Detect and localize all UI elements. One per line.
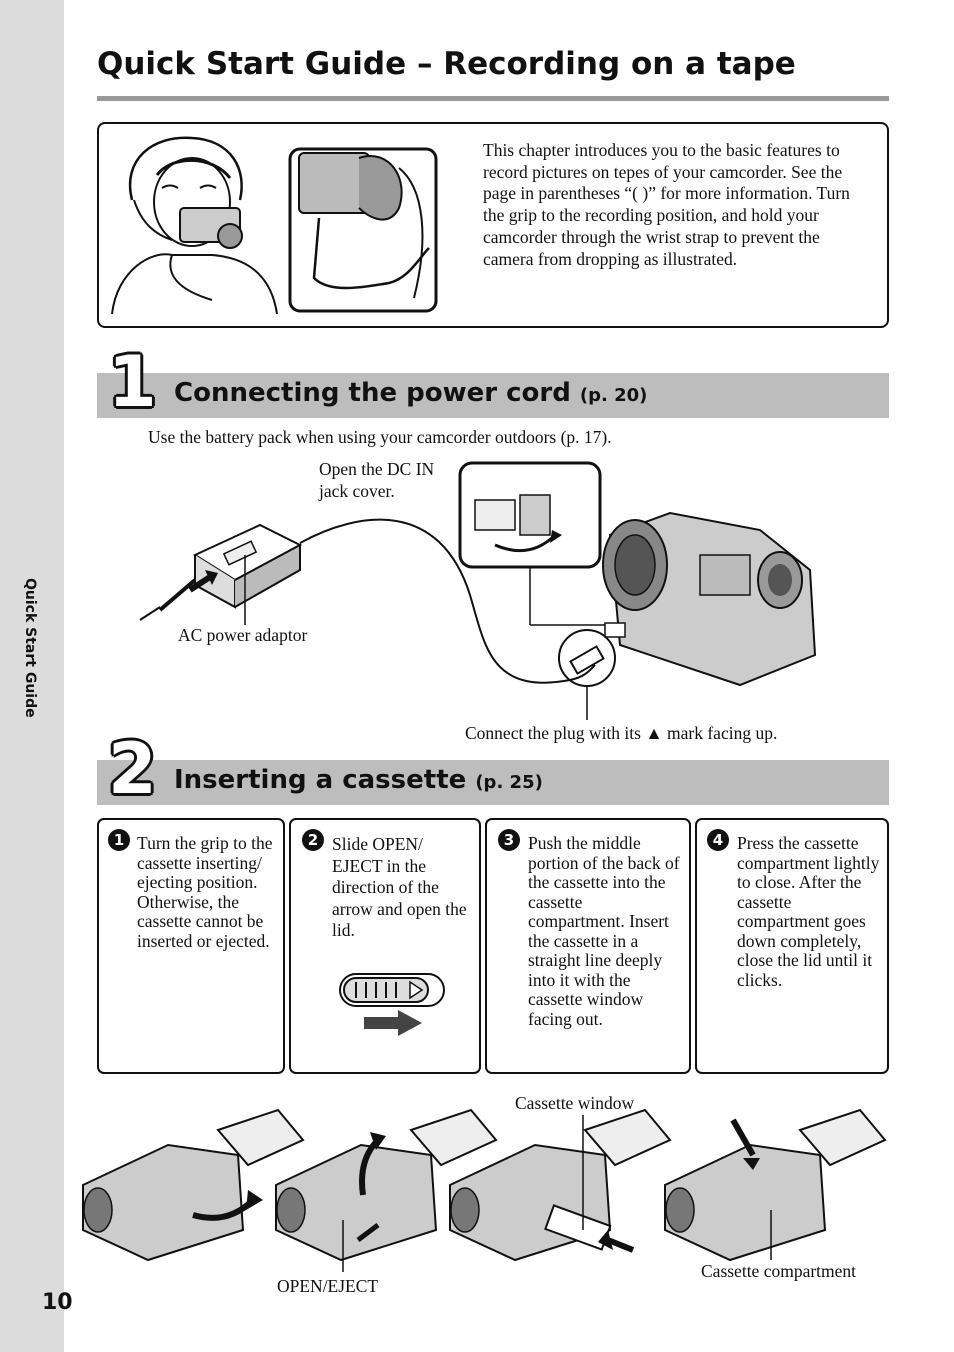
step-4-box [695,818,889,1074]
step-4-number: 4 [707,829,729,851]
step-4-text: Press the cassette compartment lightly t… [737,833,880,990]
step-3-number: 3 [498,829,520,851]
page-title: Quick Start Guide – Recording on a tape [97,46,796,82]
section-2-title: Inserting a cassette (p. 25) [174,765,543,795]
step-3-box [485,818,691,1074]
open-eject-label: OPEN/EJECT [277,1276,379,1296]
section-2-number: 2 [108,728,157,810]
cassette-window-label: Cassette window [515,1093,635,1113]
page-number: 10 [42,1290,73,1315]
sidebar-label: Quick Start Guide [22,578,38,718]
sidebar [0,0,64,1352]
section-1-page-ref: (p. 20) [579,385,648,406]
step-2-text: Slide OPEN/ EJECT in the direction of th… [332,834,467,940]
step-3-text: Push the middle portion of the back of t… [528,833,680,1029]
step-1-box [97,818,285,1074]
intro-text: This chapter introduces you to the basic… [483,140,850,269]
step-2-number: 2 [302,829,324,851]
power-connection-illustration [139,461,817,720]
title-rule [97,96,889,101]
open-eject-switch-illustration [339,973,445,1036]
section-1-bar [97,373,889,418]
dc-in-label: Open the DC IN jack cover. [319,459,435,501]
section-1-note: Use the battery pack when using your cam… [148,427,612,447]
intro-box [97,122,889,328]
cassette-insertion-illustrations [82,1108,887,1272]
section-1-title: Connecting the power cord (p. 20) [174,378,647,408]
section-1-title-text: Connecting the power cord [174,378,571,408]
section-1-number: 1 [108,341,157,423]
person-holding-camcorder-illustration [111,136,278,315]
ac-adaptor-label: AC power adaptor [178,625,308,645]
plug-label: Connect the plug with its ▲ mark facing … [465,723,778,743]
step-1-number: 1 [108,829,130,851]
step-2-box [289,818,481,1074]
section-2-page-ref: (p. 25) [475,772,543,793]
cassette-compartment-label: Cassette compartment [701,1261,857,1281]
section-2-title-text: Inserting a cassette [174,765,467,795]
wrist-strap-detail-illustration [288,147,438,313]
step-1-text: Turn the grip to the cassette inserting/… [137,833,273,951]
section-2-bar [97,760,889,805]
